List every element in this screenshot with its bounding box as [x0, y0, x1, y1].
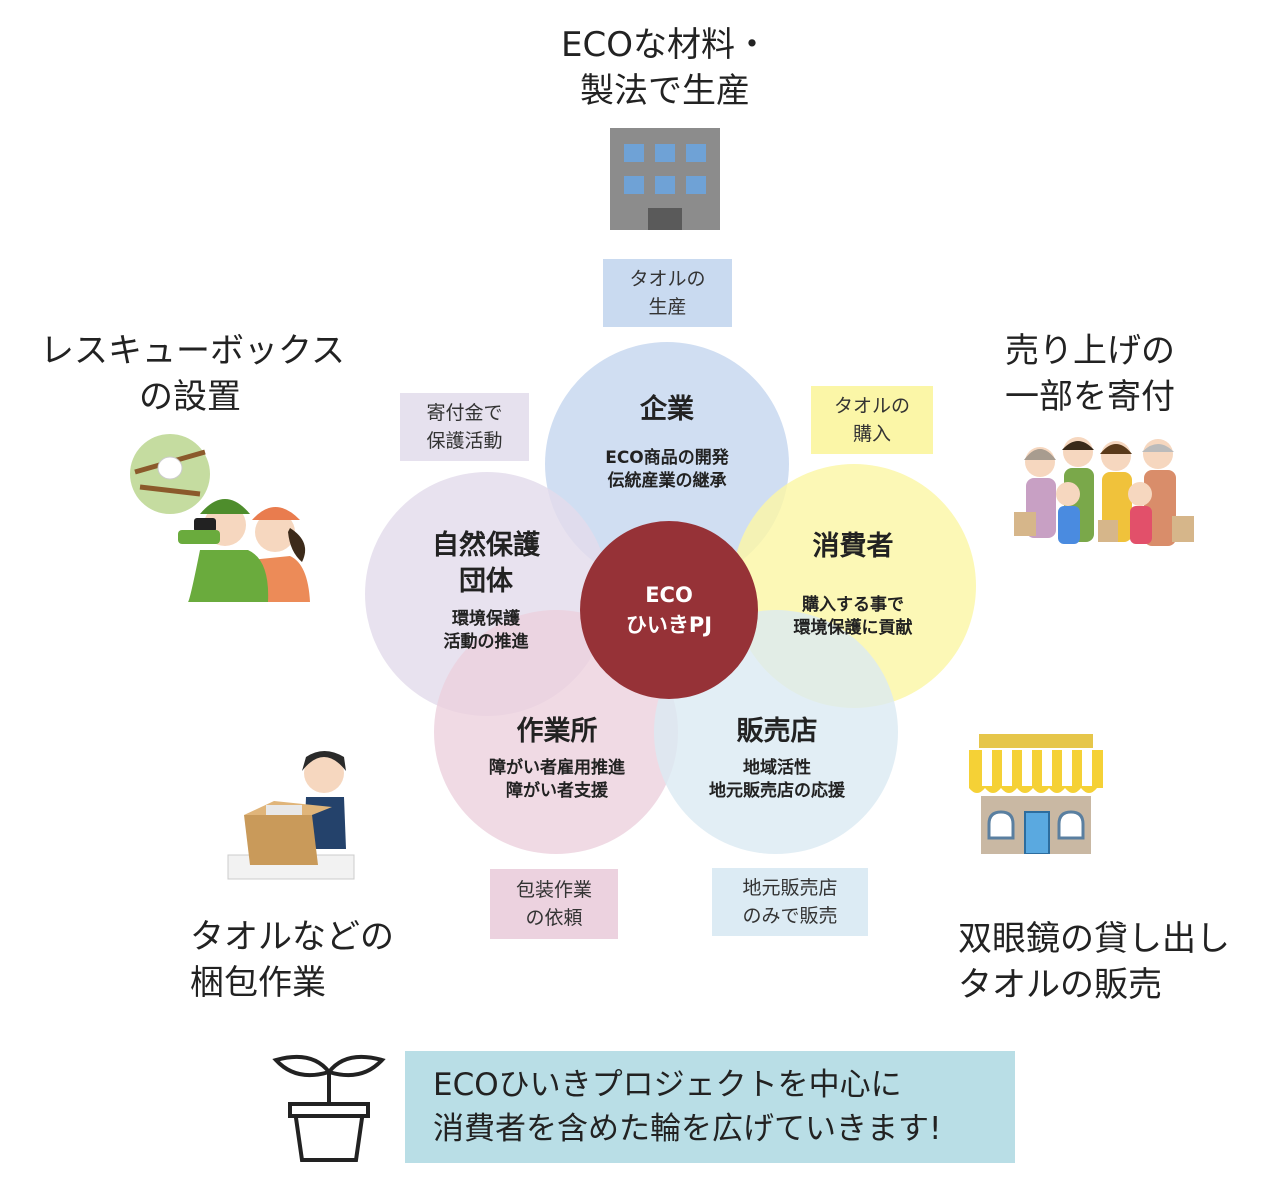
- consumer-sub-line1: 購入する事で: [802, 595, 904, 615]
- nature-title-line1: 自然保護: [432, 530, 540, 561]
- nature-title: 自然保護 団体: [386, 528, 586, 600]
- banner-line2: 消費者を含めた輪を広げていきます!: [433, 1111, 942, 1147]
- workshop-sub-line1: 障がい者雇用推進: [489, 758, 625, 778]
- tag-consumer-line1: タオルの: [833, 395, 910, 417]
- left-top-label-line1: レスキューボックス: [40, 331, 345, 371]
- company-sub-line2: 伝統産業の継承: [607, 471, 727, 491]
- top-label: ECOな材料・ 製法で生産: [520, 22, 810, 114]
- tag-consumer-line2: 購入: [852, 423, 891, 445]
- nature-sub-line1: 環境保護: [452, 609, 520, 629]
- tag-nature-line1: 寄付金で: [426, 402, 503, 424]
- nature-title-line2: 団体: [459, 566, 513, 597]
- banner-line1: ECOひいきプロジェクトを中心に: [433, 1067, 902, 1103]
- store-sub: 地域活性 地元販売店の応援: [667, 757, 887, 803]
- tag-store-line1: 地元販売店: [742, 877, 838, 899]
- shop-front-icon: [969, 734, 1103, 854]
- left-top-label: レスキューボックス の設置: [40, 328, 345, 420]
- workshop-sub-line2: 障がい者支援: [506, 781, 608, 801]
- workshop-sub: 障がい者雇用推進 障がい者支援: [447, 757, 667, 803]
- tag-company: タオルの 生産: [603, 259, 732, 327]
- tag-workshop-line1: 包装作業: [515, 879, 592, 901]
- right-bottom-label-line1: 双眼鏡の貸し出し: [958, 919, 1230, 959]
- tag-workshop: 包装作業 の依頼: [490, 869, 618, 939]
- tag-nature-line2: 保護活動: [426, 430, 503, 452]
- store-sub-line1: 地域活性: [743, 758, 811, 778]
- center-circle: [580, 521, 758, 699]
- right-bottom-label-line2: タオルの販売: [958, 965, 1162, 1005]
- right-top-label-line1: 売り上げの: [1005, 331, 1175, 371]
- tag-workshop-line2: の依頼: [525, 907, 583, 929]
- store-title: 販売店: [736, 716, 818, 747]
- company-sub-line1: ECO商品の開発: [605, 448, 729, 468]
- workshop-title: 作業所: [516, 716, 598, 747]
- tag-nature: 寄付金で 保護活動: [400, 393, 529, 461]
- left-top-label-line2: の設置: [139, 377, 241, 417]
- center-label-line2: ひいきPJ: [625, 613, 713, 637]
- company-sub: ECO商品の開発 伝統産業の継承: [567, 447, 767, 493]
- tag-consumer: タオルの 購入: [811, 386, 933, 454]
- packing-worker-icon: [227, 751, 355, 880]
- sprout-pot-icon: [272, 1055, 386, 1162]
- birdwatchers-icon: [130, 434, 310, 602]
- left-bottom-label-line2: 梱包作業: [190, 963, 326, 1003]
- tag-company-line2: 生産: [648, 296, 687, 318]
- top-label-line2: 製法で生産: [580, 71, 750, 111]
- tag-company-line1: タオルの: [629, 268, 706, 290]
- center-label-line1: ECO: [645, 583, 693, 607]
- right-top-label: 売り上げの 一部を寄付: [1005, 328, 1225, 420]
- factory-building-icon: [610, 128, 720, 230]
- nature-sub-line2: 活動の推進: [443, 632, 529, 652]
- family-shopping-icon: [1014, 437, 1194, 546]
- company-title: 企業: [640, 394, 694, 425]
- tag-store: 地元販売店 のみで販売: [712, 868, 868, 936]
- right-bottom-label: 双眼鏡の貸し出し タオルの販売: [958, 916, 1258, 1008]
- consumer-sub-line2: 環境保護に貢献: [793, 618, 913, 638]
- nature-sub: 環境保護 活動の推進: [386, 608, 586, 654]
- right-top-label-line2: 一部を寄付: [1005, 377, 1175, 417]
- top-label-line1: ECOな材料・: [561, 25, 769, 65]
- consumer-sub: 購入する事で 環境保護に貢献: [753, 594, 953, 640]
- consumer-title: 消費者: [812, 531, 894, 562]
- message-banner: ECOひいきプロジェクトを中心に 消費者を含めた輪を広げていきます!: [405, 1051, 1015, 1163]
- store-sub-line2: 地元販売店の応援: [709, 781, 845, 801]
- center-circle-label: ECO ひいきPJ: [580, 580, 758, 640]
- tag-store-line2: のみで販売: [742, 905, 838, 927]
- left-bottom-label-line1: タオルなどの: [190, 917, 394, 957]
- left-bottom-label: タオルなどの 梱包作業: [190, 914, 430, 1006]
